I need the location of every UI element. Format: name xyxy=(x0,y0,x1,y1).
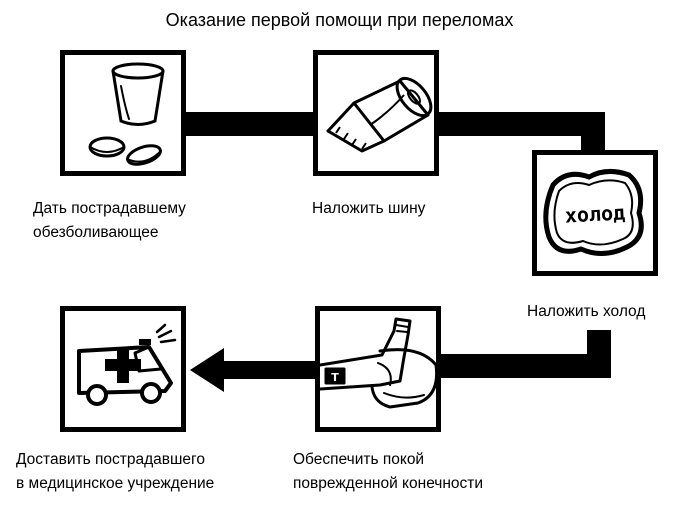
step4-label-line1: Обеспечить покой xyxy=(293,451,425,468)
step1-label: Дать пострадавшему обезболивающее xyxy=(33,197,186,245)
step5-label-line2: в медицинское учреждение xyxy=(16,475,215,492)
step1-box xyxy=(60,50,186,176)
immobilized-arm-icon: Т xyxy=(320,317,436,409)
step5-label-line1: Доставить пострадавшего xyxy=(16,451,205,468)
connector-step2-step3-vertical xyxy=(581,112,605,152)
arrow-head-left-icon xyxy=(190,348,224,392)
step5-label: Доставить пострадавшего в медицинское уч… xyxy=(16,448,214,496)
step1-label-line1: Дать пострадавшему xyxy=(33,200,186,217)
diagram-title: Оказание первой помощи при переломах xyxy=(165,10,514,30)
step3-label-line1: Наложить холод xyxy=(527,303,646,320)
step2-label-line1: Наложить шину xyxy=(312,200,426,217)
step2-label: Наложить шину xyxy=(312,197,425,221)
step4-label-line2: поврежденной конечности xyxy=(293,475,484,492)
connector-step1-step2 xyxy=(186,112,313,136)
step4-box: Т xyxy=(315,306,441,432)
step4-label: Обеспечить покой поврежденной конечности xyxy=(293,448,483,496)
connector-step4-step5-shaft xyxy=(222,361,315,379)
step3-box: холод xyxy=(532,150,658,276)
pills-and-glass-icon xyxy=(88,62,165,166)
connector-step2-step3-horizontal xyxy=(439,112,581,136)
connector-step3-step4-horizontal xyxy=(441,354,611,378)
ice-pack-icon: холод xyxy=(543,169,644,256)
svg-text:Т: Т xyxy=(331,371,339,384)
step3-label: Наложить холод xyxy=(527,300,645,324)
step5-box xyxy=(60,306,186,432)
bandage-roll-icon xyxy=(326,76,433,153)
ambulance-icon xyxy=(77,323,177,406)
ice-pack-label: холод xyxy=(564,200,625,227)
step1-label-line2: обезболивающее xyxy=(33,224,159,241)
step2-box xyxy=(313,50,439,176)
